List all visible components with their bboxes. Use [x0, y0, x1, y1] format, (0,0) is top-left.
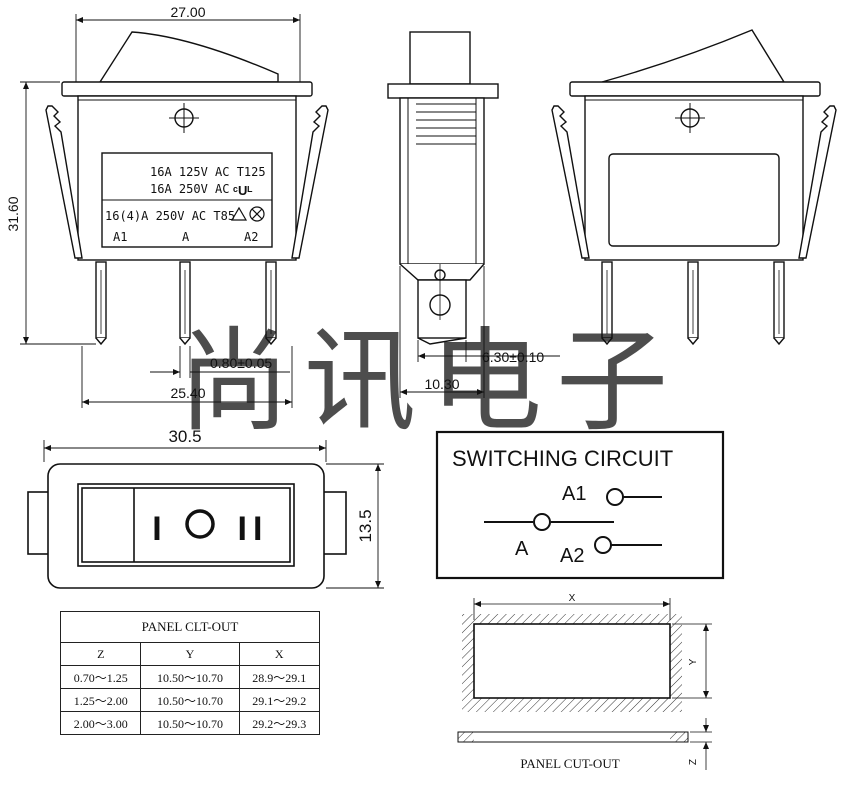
dim-top-width: 27.00	[170, 4, 205, 20]
rear-elevation-view	[551, 29, 837, 346]
table-cell: 1.25～2.00	[59, 688, 142, 712]
rating-line-1: 16A 125V AC T125	[150, 165, 266, 179]
circuit-label-a1: A1	[562, 483, 586, 505]
side-rocker	[409, 31, 471, 85]
ul-mark-icon: ᶜUᴸ	[233, 183, 252, 198]
plan-view-dimensions	[43, 440, 384, 589]
side-body	[399, 97, 485, 265]
rear-label-window	[608, 153, 780, 247]
rating-line-3: 16(4)A 250V AC T85	[105, 209, 235, 223]
cutout-label-z: Z	[688, 759, 699, 765]
rocker-symbol-on: II	[238, 510, 269, 548]
side-flange	[387, 83, 499, 99]
table-cell: 29.1～29.2	[238, 688, 320, 712]
side-terminal-tab	[417, 279, 467, 339]
dim-pin-width: 0.80±0.05	[210, 355, 272, 371]
table-row: 2.00～3.00 10.50～10.70 29.2～29.3	[59, 711, 320, 735]
cutout-opening	[473, 623, 671, 699]
terminal-label-a1: A1	[113, 230, 127, 244]
table-row: 0.70～1.25 10.50～10.70 28.9～29.1	[59, 665, 320, 689]
table-header-y: Y	[140, 642, 240, 666]
side-body-taper	[399, 263, 485, 281]
dim-front-width: 30.5	[168, 427, 201, 446]
circuit-label-a2: A2	[560, 545, 584, 567]
rocker-actuator	[98, 31, 279, 83]
circuit-label-a: A	[515, 538, 529, 560]
contact-a2	[594, 536, 612, 554]
rocker-symbol-off: I	[152, 510, 161, 548]
dim-front-height: 13.5	[356, 509, 375, 542]
dim-side-tab: 6.30±0.10	[482, 349, 544, 365]
table-title: PANEL CLT-OUT	[60, 611, 320, 643]
table-cell: 0.70～1.25	[59, 665, 142, 689]
rear-rocker	[601, 29, 786, 83]
table-cell: 10.50～10.70	[140, 711, 240, 735]
rocker-symbol-center	[185, 509, 215, 539]
switch-flange	[61, 81, 313, 97]
panel-cutout-drawing	[457, 598, 712, 770]
table-cell: 10.50～10.70	[140, 688, 240, 712]
side-view-dimensions	[399, 266, 560, 398]
rating-line-2: 16A 250V AC	[150, 182, 229, 196]
contact-a1	[606, 488, 624, 506]
cutout-label-x: X	[569, 593, 576, 604]
front-elevation-view	[45, 31, 329, 346]
watermark-text: 尚讯电子	[178, 317, 682, 447]
right-latch-spring	[291, 105, 329, 259]
switching-circuit-box	[435, 430, 725, 580]
table-cell: 29.2～29.3	[238, 711, 320, 735]
front-elevation-dimensions	[20, 14, 301, 408]
dim-pin-pitch: 25.40	[170, 385, 205, 401]
table-header-x: X	[238, 642, 320, 666]
table-cell: 10.50～10.70	[140, 665, 240, 689]
cutout-caption: PANEL CUT-OUT	[520, 756, 619, 771]
table-header-z: Z	[59, 642, 142, 666]
table-cell: 2.00～3.00	[59, 711, 142, 735]
circuit-title: SWITCHING CIRCUIT	[452, 446, 673, 471]
side-view	[387, 31, 499, 345]
terminal-label-a2: A2	[244, 230, 258, 244]
plan-right-clip	[321, 491, 347, 555]
cert-marks-icon	[230, 206, 265, 222]
cutout-label-y: Y	[688, 658, 699, 665]
common-contact	[533, 513, 551, 531]
panel-cutout-table: PANEL CLT-OUT Z Y X 0.70～1.25 10.50～10.7…	[59, 611, 320, 735]
rear-flange	[569, 81, 821, 97]
terminal-label-a: A	[182, 230, 190, 244]
left-latch-spring	[45, 105, 83, 259]
table-cell: 28.9～29.1	[238, 665, 320, 689]
plan-view	[27, 463, 347, 589]
table-row: 1.25～2.00 10.50～10.70 29.1～29.2	[59, 688, 320, 712]
dim-side-depth: 10.30	[424, 376, 459, 392]
dim-height: 31.60	[5, 196, 21, 231]
